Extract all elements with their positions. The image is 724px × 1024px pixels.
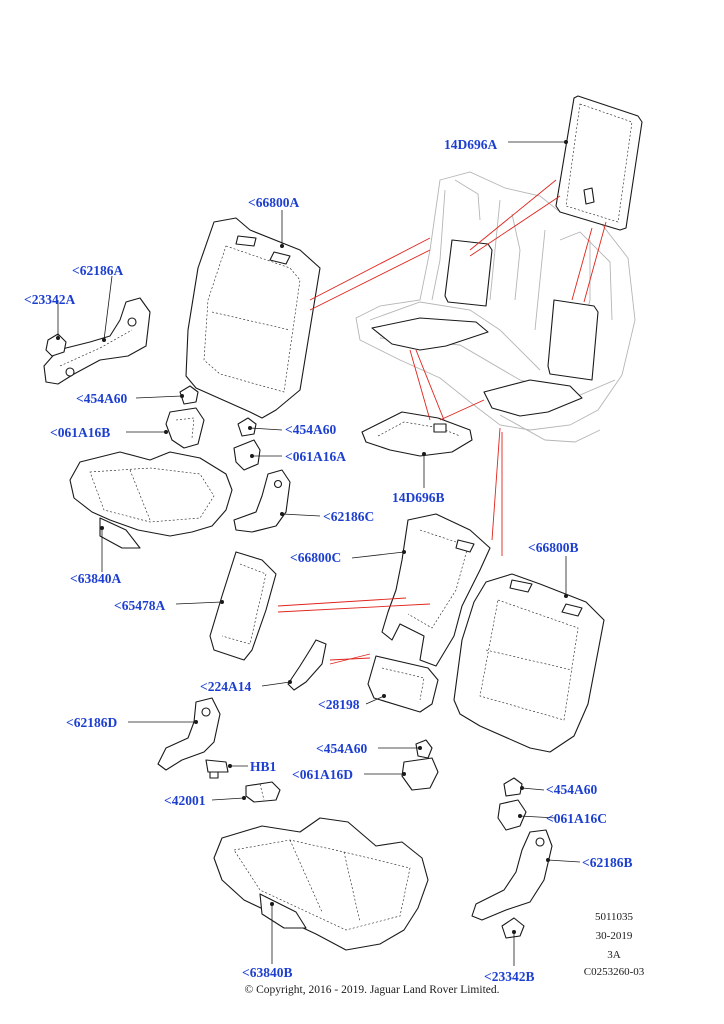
copyright-notice: © Copyright, 2016 - 2019. Jaguar Land Ro… [245, 984, 500, 996]
label-061a16c[interactable]: <061A16C [546, 811, 607, 826]
label-66800a[interactable]: <66800A [248, 195, 299, 210]
clip-right-b[interactable] [501, 917, 525, 939]
hinge-b[interactable] [471, 829, 553, 921]
panel-28198[interactable] [367, 655, 439, 713]
label-28198[interactable]: <28198 [318, 697, 360, 712]
label-061a16a[interactable]: <061A16A [285, 449, 346, 464]
label-454a60-a[interactable]: <454A60 [76, 391, 127, 406]
cover-061a16c[interactable] [497, 799, 527, 831]
cap-42001[interactable] [245, 781, 281, 803]
label-42001[interactable]: <42001 [164, 793, 206, 808]
cushion-bottom[interactable] [213, 817, 429, 951]
label-23342b[interactable]: <23342B [484, 969, 534, 984]
bolt-454a60-right[interactable] [503, 777, 523, 797]
cover-061a16a[interactable] [233, 439, 261, 471]
label-23342a[interactable]: <23342A [24, 292, 75, 307]
cover-061a16b[interactable] [165, 407, 205, 449]
backrest-right[interactable] [453, 573, 605, 753]
label-hb1[interactable]: HB1 [250, 759, 277, 774]
clip-left-a[interactable] [45, 333, 67, 357]
label-66800b[interactable]: <66800B [528, 540, 578, 555]
label-65478a[interactable]: <65478A [114, 598, 165, 613]
part-labels: 14D696A <66800A <62186A <23342A <454A60 … [24, 137, 632, 984]
seat-mat-14d696b[interactable] [361, 411, 473, 457]
label-63840b[interactable]: <63840B [242, 965, 292, 980]
label-14d696b[interactable]: 14D696B [392, 490, 445, 505]
label-62186b[interactable]: <62186B [582, 855, 632, 870]
backrest-center[interactable] [381, 513, 491, 667]
headrest-top[interactable] [555, 95, 643, 231]
label-061a16d[interactable]: <061A16D [292, 767, 353, 782]
bolt-hb1[interactable] [205, 759, 229, 779]
label-63840a[interactable]: <63840A [70, 571, 121, 586]
bracket-224a14[interactable] [287, 639, 327, 691]
reference-lines [277, 179, 607, 665]
label-224a14[interactable]: <224A14 [200, 679, 251, 694]
info-line-3: 3A [607, 949, 621, 961]
label-62186c[interactable]: <62186C [323, 509, 374, 524]
bolt-454a60-middle[interactable] [237, 417, 257, 437]
armrest[interactable] [209, 551, 277, 661]
info-line-4: C0253260-03 [584, 966, 645, 978]
label-62186d[interactable]: <62186D [66, 715, 117, 730]
drawing-info-block: 5011035 30-2019 3A C0253260-03 [584, 911, 645, 978]
hinge-left-a[interactable] [43, 297, 151, 385]
label-454a60-d[interactable]: <454A60 [546, 782, 597, 797]
hinge-center-c[interactable] [233, 469, 291, 533]
label-62186a[interactable]: <62186A [72, 263, 123, 278]
label-14d696a[interactable]: 14D696A [444, 137, 497, 152]
info-line-1: 5011035 [595, 911, 634, 923]
label-454a60-c[interactable]: <454A60 [316, 741, 367, 756]
label-66800c[interactable]: <66800C [290, 550, 341, 565]
label-061a16b[interactable]: <061A16B [50, 425, 110, 440]
label-454a60-b[interactable]: <454A60 [285, 422, 336, 437]
cushion-left[interactable] [69, 451, 233, 549]
hinge-d[interactable] [157, 697, 221, 771]
backrest-left[interactable] [185, 217, 321, 419]
leader-lines [56, 140, 581, 966]
info-line-2: 30-2019 [596, 930, 633, 942]
cover-061a16d[interactable] [401, 757, 439, 791]
bolt-454a60-left[interactable] [179, 385, 199, 405]
assembled-seat-outline [355, 171, 636, 443]
bolt-454a60-lower[interactable] [415, 739, 433, 759]
